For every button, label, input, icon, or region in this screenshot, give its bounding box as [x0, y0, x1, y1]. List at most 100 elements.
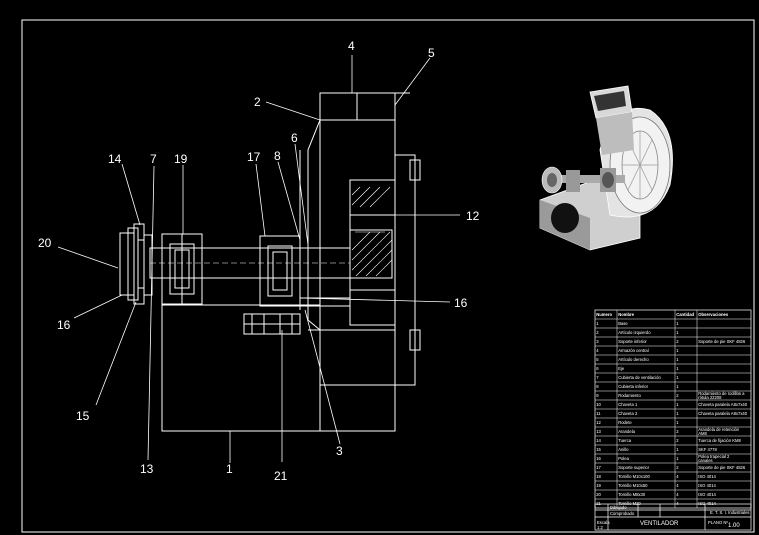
parts-table-cell: 1	[676, 447, 679, 452]
callout-7: 7	[150, 152, 157, 166]
callout-19: 19	[174, 152, 188, 166]
parts-table-cell: 1	[676, 321, 679, 326]
parts-table-cell: 1	[676, 330, 679, 335]
leader-lines	[57, 55, 460, 463]
parts-table-cell: 1	[676, 357, 679, 362]
bearing-block-right	[259, 235, 301, 307]
parts-table-cell: 13	[596, 429, 601, 434]
parts-table-cell: Chaveta paralela A8x7x40	[698, 411, 748, 416]
parts-table-cell: 1	[596, 321, 599, 326]
title-block	[594, 503, 752, 531]
parts-table-cell: Chaveta 2	[618, 411, 638, 416]
parts-table-cell: ISO 4014	[698, 492, 716, 497]
parts-table-cell: ISO 4014	[698, 501, 716, 506]
parts-table-cell: Cubierta inferior	[618, 384, 648, 389]
title-block-text: Dibujado Comprobado Escala 1:2 E. T. S. …	[597, 505, 750, 530]
parts-table-cell: Tuerca	[618, 438, 632, 443]
parts-table-cell: 9	[596, 393, 599, 398]
housing-part	[319, 92, 396, 432]
parts-table-cell: 2	[676, 465, 679, 470]
parts-table-cell: ISO 4014	[698, 483, 716, 488]
parts-table-cell: Tornillo M8x30	[618, 492, 646, 497]
parts-table-cell: 1	[676, 348, 679, 353]
parts-table-cell: 16	[596, 456, 601, 461]
parts-table-cell: Artículo derecho	[618, 357, 649, 362]
callout-1: 1	[226, 462, 233, 476]
callout-21: 21	[274, 469, 288, 483]
parts-table-cell: 5	[596, 357, 599, 362]
drawing-title: VENTILADOR	[640, 521, 679, 527]
parts-table-cell: 1	[676, 402, 679, 407]
title-block-label-scale: Escala	[597, 520, 610, 525]
parts-table-cell: Chaveta 1	[618, 402, 638, 407]
parts-table-cell: 1	[676, 411, 679, 416]
pulley-part	[119, 232, 135, 296]
parts-table-cell: 20	[596, 492, 601, 497]
title-block-scale: 1:2	[597, 525, 603, 530]
parts-table-header: Observaciones	[698, 312, 729, 317]
parts-table-cell: Armazón central	[618, 348, 649, 353]
parts-table-cell: 1	[676, 456, 679, 461]
parts-table-cell: Soporte inferior	[618, 339, 647, 344]
callout-3: 3	[336, 444, 343, 458]
parts-table-cell: 2	[676, 393, 679, 398]
parts-table-cell: 4	[676, 492, 679, 497]
plano-number: 1.00	[728, 523, 740, 529]
parts-table-cell: 11	[596, 411, 601, 416]
parts-table-cell: 7	[596, 375, 599, 380]
parts-table-cell: 1	[676, 375, 679, 380]
parts-table-cell: Anillo	[618, 447, 629, 452]
title-block-school: E. T. S. I. Industriales	[710, 510, 750, 515]
callout-14: 14	[108, 152, 122, 166]
callout-16-left: 16	[57, 318, 71, 332]
callout-4: 4	[348, 39, 355, 53]
parts-table-cell: Tornillo M10x100	[618, 474, 650, 479]
isometric-render	[539, 85, 673, 251]
parts-table-cell: Tuerca de fijación KM8	[698, 438, 741, 443]
parts-table-cell: Rodamiento	[618, 393, 641, 398]
parts-table-cell: Soporte de pie SKF 4826	[698, 465, 746, 470]
parts-table-cell: 21	[596, 501, 601, 506]
parts-table-cell: ISO 4014	[698, 474, 716, 479]
parts-table-cell: 3	[596, 339, 599, 344]
impeller-part	[349, 179, 396, 326]
parts-table-cell: 4	[676, 501, 679, 506]
parts-table-cell: SKF 4778	[698, 447, 717, 452]
parts-table-cell: 1	[676, 420, 679, 425]
parts-table-cell: 15	[596, 447, 601, 452]
parts-table-header: Nombre	[618, 312, 634, 317]
parts-table-cell: 6	[596, 366, 599, 371]
callout-20: 20	[38, 236, 52, 250]
plano-label: PLANO Nº	[708, 520, 728, 525]
callout-5: 5	[428, 46, 435, 60]
parts-table-cell: 10	[596, 402, 601, 407]
parts-table-cell: 2	[676, 429, 679, 434]
parts-table-cell: 2	[676, 438, 679, 443]
title-block-label-drawn: Dibujado	[610, 505, 627, 510]
parts-table-cell: 12	[596, 420, 601, 425]
parts-table-cell: 2	[676, 339, 679, 344]
parts-table-cell: 4	[596, 348, 599, 353]
section-view	[119, 92, 421, 432]
callout-13: 13	[140, 462, 154, 476]
parts-table-cell: Artículo izquierdo	[618, 330, 651, 335]
parts-table-cell: 2	[596, 330, 599, 335]
callouts: 4 5 2 6 14 7 19 17 8 12 20 16 16 15 3 13…	[38, 39, 480, 483]
callout-16-right: 16	[454, 296, 468, 310]
parts-table-cell: Soporte de pie SKF 4826	[698, 339, 746, 344]
parts-table-cell: Arandela	[618, 429, 635, 434]
parts-table-cell: 14	[596, 438, 601, 443]
parts-table-cell: Tornillo M10x50	[618, 483, 648, 488]
parts-table-cell: Eje	[618, 366, 625, 371]
parts-table-cell: 17	[596, 465, 601, 470]
callout-17: 17	[247, 150, 261, 164]
callout-8: 8	[274, 149, 281, 163]
parts-table-header: Numero	[596, 312, 612, 317]
parts-table-cell: 18	[596, 474, 601, 479]
parts-table-cell: 4	[676, 474, 679, 479]
